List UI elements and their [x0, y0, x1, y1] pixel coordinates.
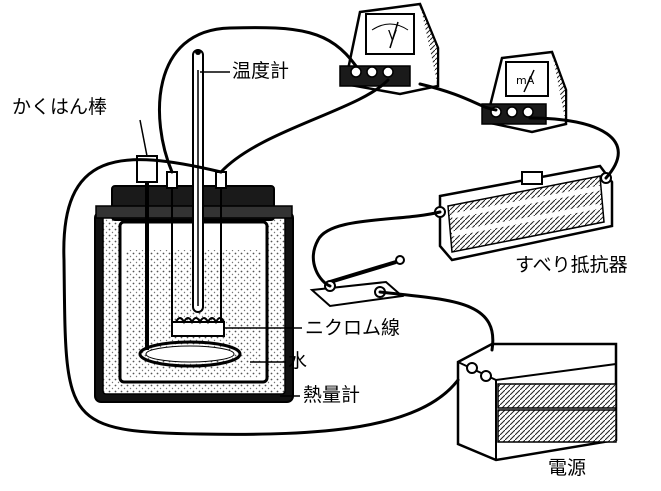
label-calorimeter: 熱量計 [303, 384, 361, 406]
thermometer [192, 49, 204, 313]
lid-terminals [166, 171, 227, 326]
label-water: 水 [288, 350, 308, 372]
wires [62, 26, 620, 436]
voltmeter-symbol: V [388, 29, 397, 44]
stirrer-ring [138, 340, 242, 368]
label-power-supply: 電源 [548, 457, 587, 479]
switch [309, 255, 405, 308]
ammeter-symbol: mA [516, 74, 535, 87]
ammeter [481, 50, 568, 134]
label-rheostat: すべり抵抗器 [515, 254, 628, 276]
label-thermometer: 温度計 [232, 60, 290, 82]
rheostat [434, 164, 614, 262]
power-supply [456, 342, 618, 462]
label-nichrome-wire: ニクロム線 [305, 317, 401, 339]
voltmeter [339, 2, 440, 96]
rheostat-slider [521, 171, 543, 185]
label-stirrer: かくはん棒 [12, 96, 108, 118]
leader-lines [139, 71, 302, 397]
nichrome-coil [171, 317, 225, 337]
